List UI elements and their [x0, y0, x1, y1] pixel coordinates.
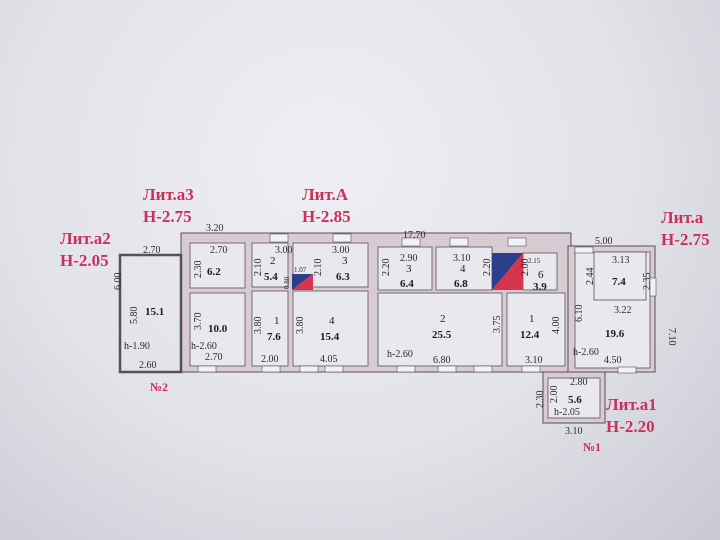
label-height-A: Н-2.85 [302, 207, 351, 226]
room-area: 6.2 [207, 266, 221, 278]
dimension: 5.80 [129, 307, 140, 325]
label-height-a2: Н-2.05 [60, 251, 109, 270]
room-area: 7.6 [267, 331, 281, 343]
label-lit-a: Лит.а [661, 208, 704, 227]
dimension: 0.80 [283, 276, 291, 289]
dimension: 17.70 [403, 230, 426, 241]
dimension: 2.00 [261, 354, 279, 365]
room-area: 15.1 [145, 306, 164, 318]
dimension: 2.10 [313, 259, 324, 277]
dimension: 3.10 [565, 426, 583, 437]
rooms-fill [189, 242, 651, 419]
label-height-a3: Н-2.75 [143, 207, 192, 226]
room-area: 5.4 [264, 271, 278, 283]
dimension: 3.80 [253, 317, 264, 335]
label-height-a1: Н-2.20 [606, 417, 655, 436]
stair-icon [292, 253, 523, 290]
dimension: 3.13 [612, 255, 630, 266]
dimension: 6.00 [113, 273, 124, 291]
room-area: 12.4 [520, 329, 540, 341]
dimension: 3.10 [525, 355, 543, 366]
room-labels: 15.1 6.2 10.0 2 5.4 3 6.3 1 7.6 4 15.4 3… [145, 255, 626, 406]
label-lit-a1: Лит.а1 [606, 395, 657, 414]
dimension: h-1.90 [124, 341, 150, 352]
dimension: 3.22 [614, 305, 632, 316]
room-number: 4 [460, 263, 466, 275]
dimension: 3.00 [275, 245, 293, 256]
dimension: 6.80 [433, 355, 451, 366]
dimension: h-2.60 [573, 347, 599, 358]
dimension: 5.00 [595, 236, 613, 247]
room-number: 1 [529, 313, 535, 325]
dimension: 2.70 [143, 245, 161, 256]
room-area: 25.5 [432, 329, 452, 341]
dimension: 3.00 [332, 245, 350, 256]
dimension: 2.15 [528, 257, 541, 265]
dimension: h-2.60 [191, 341, 217, 352]
room-area: 6.8 [454, 278, 468, 290]
room-number: 1 [274, 315, 280, 327]
dimension-labels: 3.20 17.70 5.00 2.70 6.00 5.80 h-1.90 2.… [113, 223, 677, 437]
dimension: 7.10 [666, 328, 677, 346]
room-number: 3 [342, 255, 348, 267]
dimension: 2.20 [381, 259, 392, 277]
dimension: 3.75 [492, 316, 503, 334]
room-number: 2 [270, 255, 276, 267]
dimension: 2.20 [482, 259, 493, 277]
dimension: 3.80 [295, 317, 306, 335]
dimension: 2.30 [535, 391, 546, 409]
dimension: 3.20 [206, 223, 224, 234]
room-area: 6.4 [400, 278, 414, 290]
label-lit-A: Лит.А [302, 185, 349, 204]
room-area: 6.3 [336, 271, 350, 283]
section-labels: Лит.а3 Н-2.75 Лит.А Н-2.85 Лит.а2 Н-2.05… [60, 185, 710, 454]
label-lit-a2: Лит.а2 [60, 229, 111, 248]
windows [197, 233, 657, 374]
dimension: 3.10 [453, 253, 471, 264]
entrance-1-label: №1 [583, 440, 601, 454]
room-area: 10.0 [208, 323, 228, 335]
room-area: 5.6 [568, 394, 582, 406]
dimension: 2.30 [193, 261, 204, 279]
dimension: 2.00 [549, 386, 560, 404]
dimension: 2.44 [585, 268, 596, 286]
label-lit-a3: Лит.а3 [143, 185, 194, 204]
room-number: 2 [440, 313, 446, 325]
dimension: 4.05 [320, 354, 338, 365]
dimension: 1.07 [294, 266, 307, 274]
dimension: 2.70 [210, 245, 228, 256]
dimension: 2.10 [253, 259, 264, 277]
dimension: 2.70 [205, 352, 223, 363]
dimension: 6.10 [574, 305, 585, 323]
room-number: 6 [538, 269, 544, 281]
dimension: h-2.05 [554, 407, 580, 418]
dimension: 2.00 [520, 259, 531, 277]
label-height-a: Н-2.75 [661, 230, 710, 249]
dimension: 4.00 [551, 317, 562, 335]
dimension: 4.50 [604, 355, 622, 366]
dimension: 2.60 [139, 360, 157, 371]
room-number: 3 [406, 263, 412, 275]
room-area: 3.9 [533, 281, 547, 293]
room-area: 19.6 [605, 328, 625, 340]
entrance-2-label: №2 [150, 380, 168, 394]
dimension: 2.35 [642, 273, 653, 291]
room-area: 15.4 [320, 331, 340, 343]
dimension: h-2.60 [387, 349, 413, 360]
room-area: 7.4 [612, 276, 626, 288]
dimension: 3.70 [193, 313, 204, 331]
dimension: 2.90 [400, 253, 418, 264]
room-number: 4 [329, 315, 335, 327]
dimension: 2.80 [570, 377, 588, 388]
